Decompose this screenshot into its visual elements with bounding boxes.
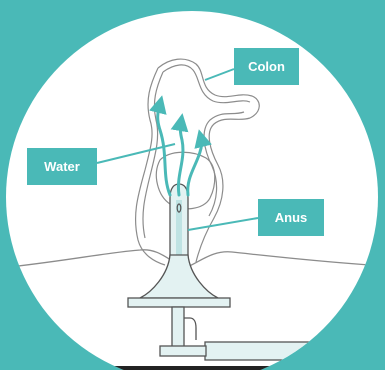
device-tube — [205, 342, 315, 360]
device-plate — [128, 298, 230, 307]
device-stem — [172, 307, 184, 347]
label-colon: Colon — [234, 48, 299, 85]
background-circle — [6, 11, 378, 370]
label-anus: Anus — [258, 199, 324, 236]
device-base-line — [60, 366, 305, 370]
label-water: Water — [27, 148, 97, 185]
device-connector — [160, 346, 206, 356]
